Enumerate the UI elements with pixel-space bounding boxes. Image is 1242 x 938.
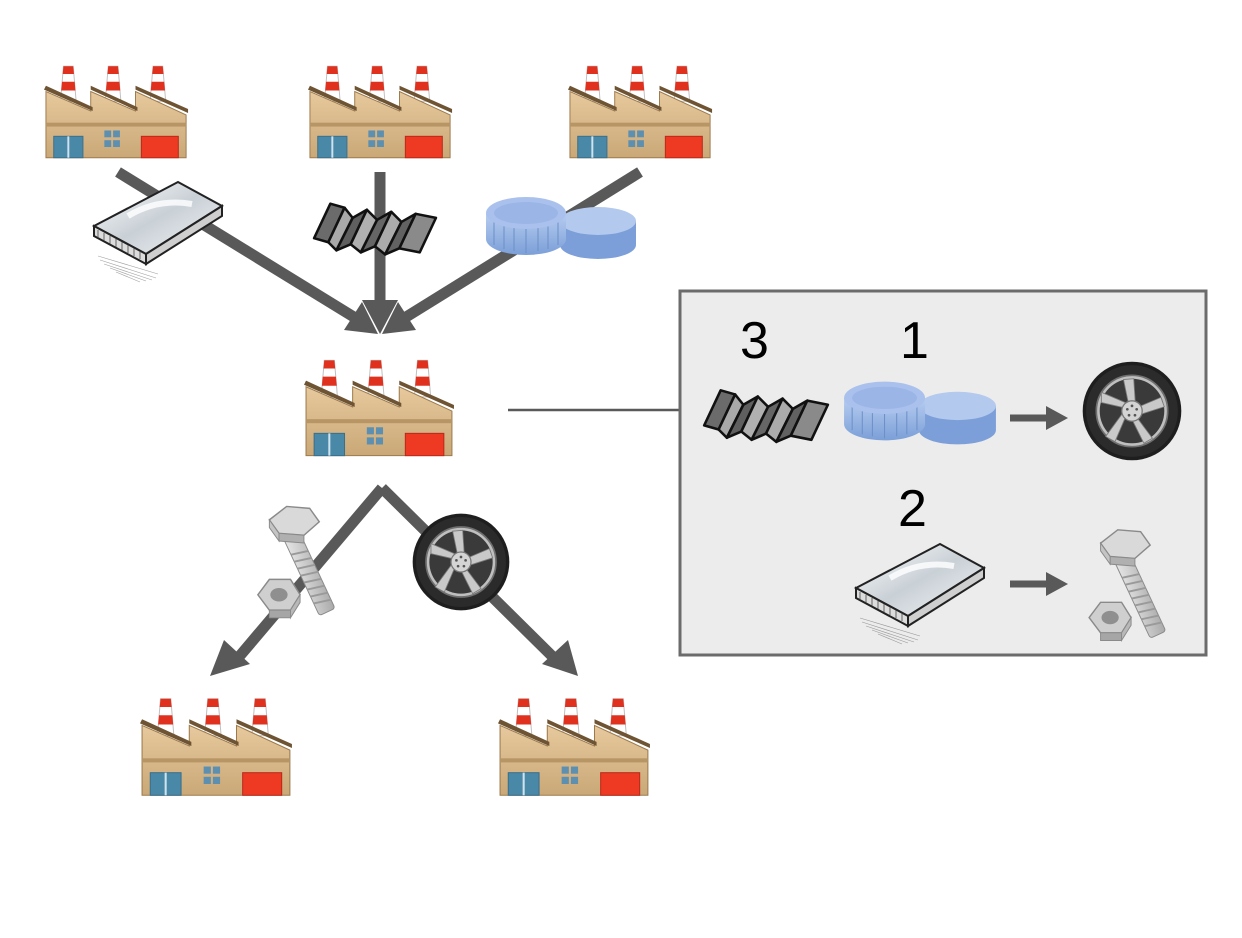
recipe-1: 3 1 [702, 312, 1183, 462]
recipe-1-wheel-icon [1081, 360, 1183, 462]
manufacturer-factory-icon [304, 359, 455, 457]
arrowhead-supplier-2 [362, 300, 398, 334]
arrowhead-supplier-1 [344, 302, 378, 334]
customer-2-factory-icon [498, 698, 651, 796]
plastic-caps-icon [485, 196, 637, 260]
recipe-1-arrowhead [1046, 406, 1068, 430]
recipe-2-glass-quantity: 2 [898, 480, 927, 538]
supplier-3-factory-icon [568, 65, 713, 159]
customer-1-factory-icon [140, 698, 293, 796]
supplier-2-factory-icon [308, 65, 453, 159]
recipe-1-metal-quantity: 3 [740, 312, 769, 370]
recipe-panel: 3 1 2 [678, 289, 1208, 657]
arrowhead-customer-2 [542, 640, 578, 676]
recipe-2-arrowhead [1046, 572, 1068, 596]
recipe-1-caps-quantity: 1 [900, 312, 929, 370]
arrowhead-supplier-3 [382, 302, 416, 334]
recipe-2: 2 [856, 480, 1167, 644]
arrow-heads [210, 300, 578, 676]
wheel-icon [411, 512, 511, 612]
supplier-1-factory-icon [44, 65, 189, 159]
arrowhead-customer-1 [210, 640, 250, 676]
glass-sheet-icon [94, 182, 222, 282]
